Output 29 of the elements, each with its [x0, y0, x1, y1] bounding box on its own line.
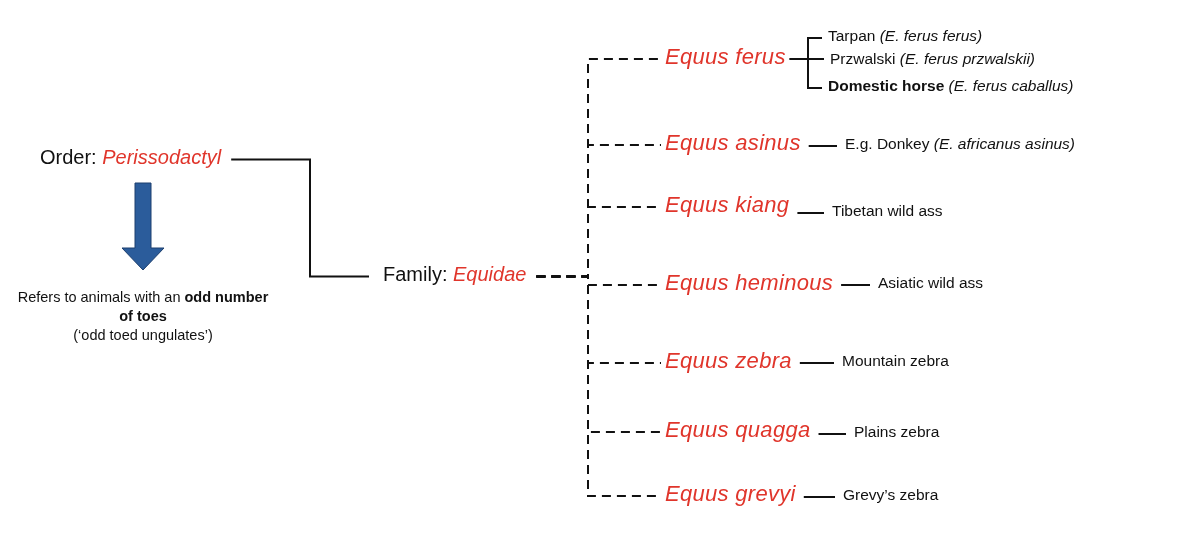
common-name-label: E.g. Donkey (E. africanus asinus): [845, 135, 1076, 153]
dash-line: [807, 145, 838, 147]
species-label: Equus grevyi: [665, 481, 796, 507]
connector-line: [230, 158, 370, 278]
dash-line: [840, 284, 871, 286]
bracket-line: [788, 58, 823, 89]
common-name-label: Mountain zebra: [842, 352, 949, 370]
common-name-label: Tarpan (E. ferus ferus): [828, 27, 983, 45]
species-label: Equus heminous: [665, 270, 834, 296]
common-name-label: Tibetan wild ass: [832, 202, 943, 220]
species-label: Equus kiang: [665, 192, 790, 218]
block-arrow: [121, 182, 165, 271]
common-name-label: Plains zebra: [854, 423, 940, 441]
species-label: Equus asinus: [665, 130, 801, 156]
note-text: Refers to animals with an odd number of toes: [16, 288, 270, 326]
dash-line: [817, 433, 847, 435]
common-name-label: Przwalski (E. ferus przwalskii): [830, 50, 1035, 68]
dash-line: [802, 496, 836, 498]
common-name-label: Asiatic wild ass: [878, 274, 984, 292]
taxon-label: Family: Equidae: [383, 263, 527, 286]
species-label: Equus quagga: [665, 417, 811, 443]
common-name-label: Grevy’s zebra: [843, 486, 939, 504]
species-label: Equus ferus: [665, 44, 786, 70]
dash-line: [796, 212, 825, 214]
dash-line: [798, 362, 835, 364]
species-label: Equus zebra: [665, 348, 792, 374]
taxon-label: Order: Perissodactyl: [40, 146, 222, 169]
note-text: (‘odd toed ungulates’): [72, 325, 214, 345]
common-name-label: Domestic horse (E. ferus caballus): [828, 77, 1074, 95]
